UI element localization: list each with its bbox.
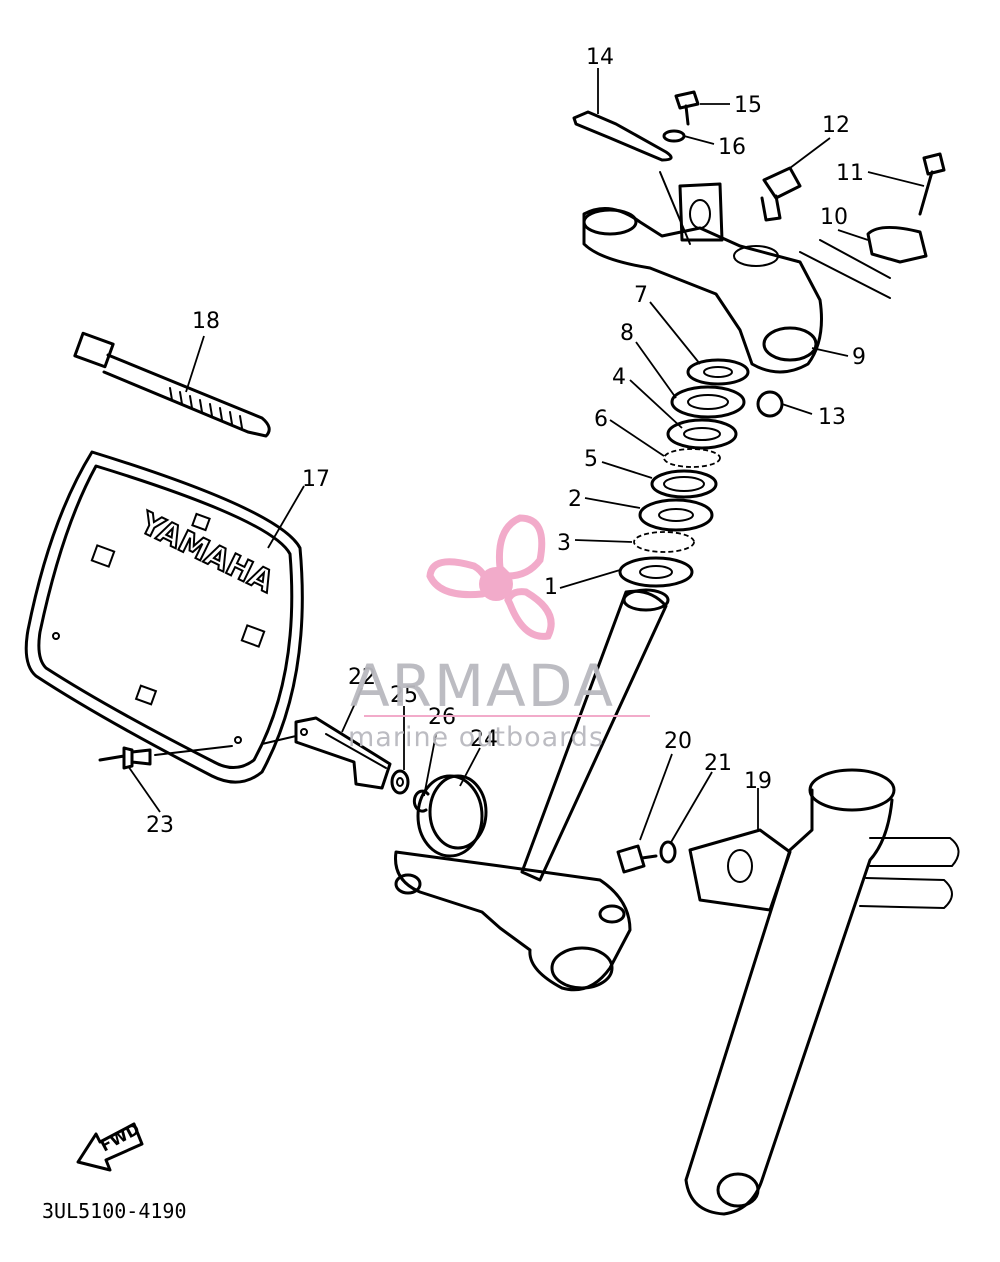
callout-15: 15 [734, 93, 762, 118]
plate-yamaha-lettering: YAMAHA [134, 505, 280, 600]
upper-bracket-part [582, 182, 823, 374]
callout-numbers: 1 2 3 4 5 6 7 8 9 10 11 12 13 14 15 16 1… [146, 45, 866, 838]
watermark: ARMADA marine outboards [348, 514, 650, 753]
cap-part [416, 774, 488, 858]
bearing-stack [618, 358, 784, 588]
bearing-race-1 [618, 556, 694, 588]
propeller-logo [426, 514, 555, 640]
callout-13: 13 [818, 405, 846, 430]
callout-24: 24 [470, 727, 498, 752]
callout-8: 8 [620, 321, 634, 346]
forward-direction-arrow: FWD [76, 1119, 144, 1172]
propeller-blade-left [426, 558, 492, 599]
callout-17: 17 [302, 467, 330, 492]
watermark-brand: ARMADA [350, 652, 615, 720]
callout-9: 9 [852, 345, 866, 370]
callout-11: 11 [836, 161, 864, 186]
callout-20: 20 [664, 729, 692, 754]
front-fork-part [684, 768, 960, 1216]
callout-25: 25 [390, 683, 418, 708]
watermark-tagline: marine outboards [348, 722, 604, 753]
under-bracket-steering-stem [394, 588, 670, 992]
guide-bolt-part [674, 90, 700, 126]
callout-5: 5 [584, 447, 598, 472]
callout-18: 18 [192, 309, 220, 334]
callout-14: 14 [586, 45, 614, 70]
bearing-race-2 [638, 498, 714, 532]
fwd-label: FWD [97, 1119, 143, 1155]
callout-23: 23 [146, 813, 174, 838]
washer-part [390, 769, 410, 795]
callout-26: 26 [428, 705, 456, 730]
diagram-code: 3UL5100-4190 [42, 1199, 187, 1223]
propeller-blade-top [495, 514, 546, 580]
callout-19: 19 [744, 769, 772, 794]
wire-guide-part [572, 110, 691, 245]
ball-retainer-6 [663, 448, 721, 468]
propeller-blade-right [504, 588, 555, 640]
callout-16: 16 [718, 135, 746, 160]
callout-2: 2 [568, 487, 582, 512]
fork-washer-part [659, 840, 677, 864]
callout-4: 4 [612, 365, 626, 390]
handlebar-holder-part [799, 226, 928, 299]
callout-22: 22 [348, 665, 376, 690]
cable-tie-part [73, 331, 271, 438]
propeller-hub [479, 567, 513, 601]
steering-nut-part [760, 166, 802, 222]
plate-bracket-part [261, 716, 392, 790]
seal-8 [670, 385, 746, 419]
callout-10: 10 [820, 205, 848, 230]
holder-bolt-part [918, 152, 946, 216]
ball-retainer-3 [633, 531, 695, 553]
ring-nut-7 [686, 358, 750, 386]
rivet-part [98, 745, 233, 770]
lock-washer-part [662, 129, 686, 143]
callout-6: 6 [594, 407, 608, 432]
callout-3: 3 [557, 531, 571, 556]
fork-bolt-part [616, 844, 658, 874]
callout-7: 7 [634, 283, 648, 308]
callout-12: 12 [822, 113, 850, 138]
callout-21: 21 [704, 751, 732, 776]
leader-lines [127, 68, 925, 845]
bearing-race-5 [650, 469, 718, 499]
callout-1: 1 [544, 575, 558, 600]
fork-bracket-part [688, 828, 792, 912]
bearing-race-4 [666, 418, 738, 450]
number-plate-part: YAMAHA [24, 450, 304, 784]
cap-nut-13 [756, 390, 784, 418]
